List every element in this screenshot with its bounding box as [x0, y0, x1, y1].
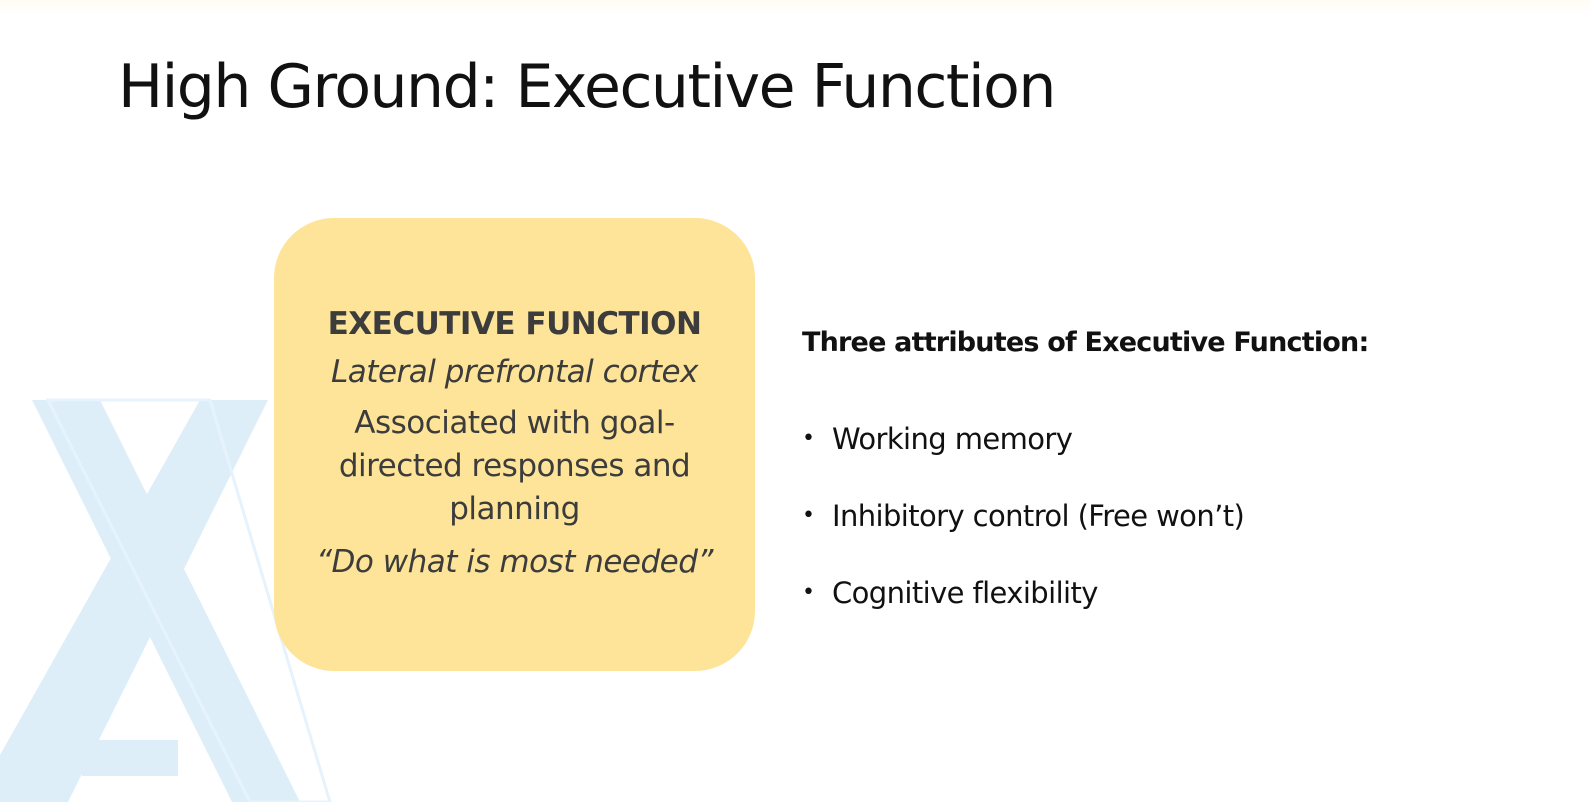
bullet-icon: • — [802, 580, 815, 605]
card-quote: “Do what is most needed” — [316, 543, 713, 580]
card-description: Associated with goal-directed responses … — [338, 404, 691, 527]
card-heading: EXECUTIVE FUNCTION — [327, 305, 702, 342]
list-item: • Inhibitory control (Free won’t) — [802, 477, 1245, 554]
attribute-label: Working memory — [832, 421, 1073, 456]
bullet-icon: • — [802, 426, 815, 451]
executive-function-card: EXECUTIVE FUNCTION Lateral prefrontal co… — [274, 218, 755, 671]
bullet-icon: • — [802, 503, 815, 528]
slide-title: High Ground: Executive Function — [118, 52, 1056, 122]
attribute-label: Cognitive flexibility — [832, 575, 1098, 610]
logo-watermark-icon — [0, 398, 332, 802]
card-subtitle: Lateral prefrontal cortex — [331, 353, 698, 390]
top-band — [0, 0, 1590, 14]
attribute-label: Inhibitory control (Free won’t) — [832, 498, 1245, 533]
list-item: • Cognitive flexibility — [802, 554, 1244, 631]
attributes-list: • Working memory • Inhibitory control (F… — [802, 400, 1245, 631]
attributes-title: Three attributes of Executive Function: — [802, 327, 1369, 358]
list-item: • Working memory — [802, 400, 1244, 477]
